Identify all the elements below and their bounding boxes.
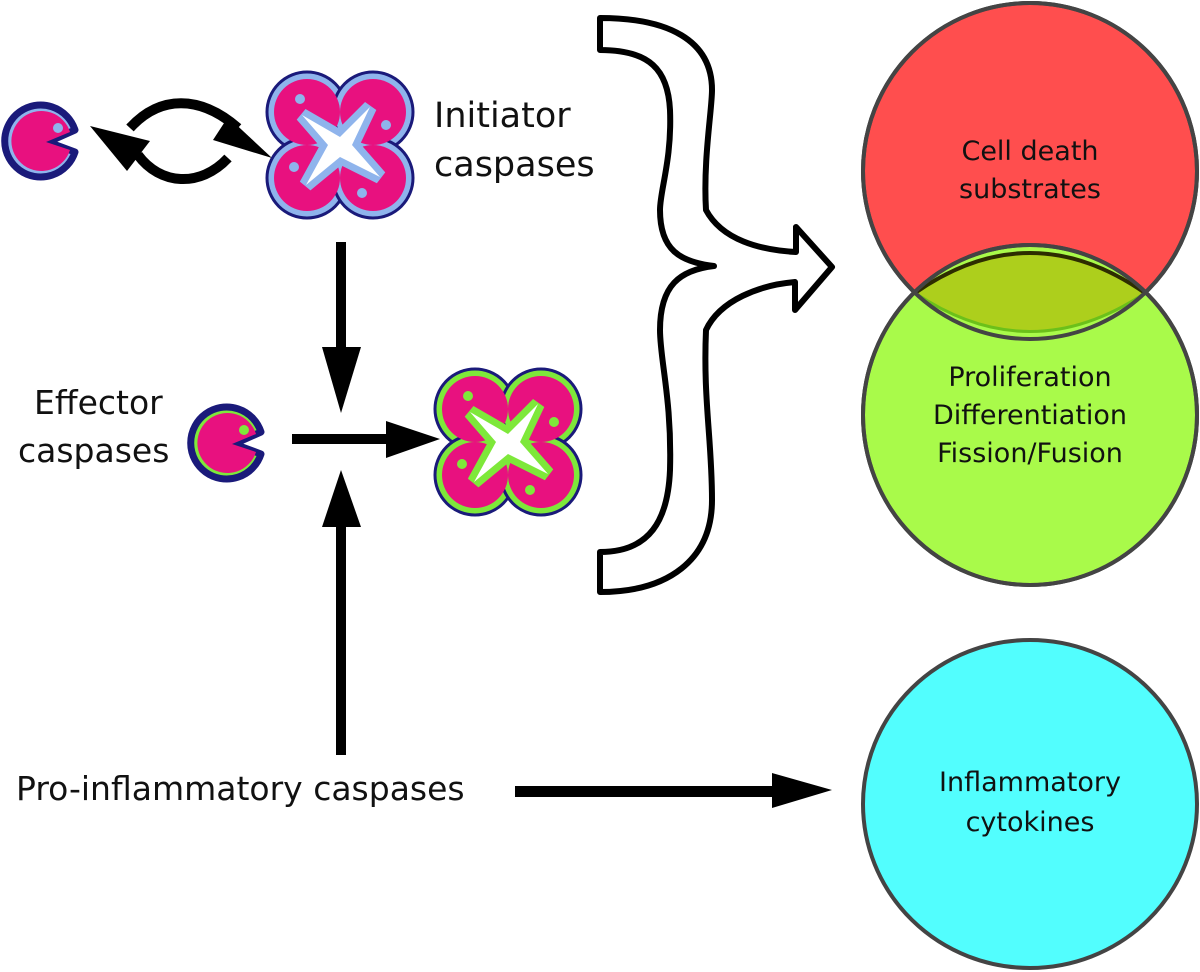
tetramer-active-site-dot <box>381 120 391 130</box>
reversible-activation-arrows <box>126 98 242 185</box>
effector-label-line2: caspases <box>18 431 169 470</box>
cell-death-label-line1: Cell death <box>961 136 1098 167</box>
tetramer-star-center <box>470 404 548 482</box>
tetramer-active-site-dot <box>549 417 559 427</box>
inflammatory-cytokines-circle <box>861 638 1199 970</box>
tetramer-active-site-dot <box>525 485 535 495</box>
cell-death-outline <box>861 1 1199 341</box>
effector-activation-arrow <box>292 421 440 458</box>
proliferation-label-line3: Fission/Fusion <box>937 438 1123 469</box>
initiator-monomer-icon <box>1 101 79 181</box>
overlap-region-fill <box>915 253 1145 332</box>
curly-brace-arrow <box>597 15 835 595</box>
arrow-head-left <box>90 126 150 171</box>
proinflammatory-label: Pro-inflammatory caspases <box>16 769 465 808</box>
tetramer-active-site-dot <box>295 94 305 104</box>
tetramer-active-site-dot <box>457 459 467 469</box>
initiator-to-effector-arrow <box>322 242 361 413</box>
proliferation-label-line1: Proliferation <box>948 362 1111 393</box>
tetramer-active-site-dot <box>289 162 299 172</box>
initiator-label-line1: Initiator <box>434 96 571 136</box>
inflammatory-label-line1: Inflammatory <box>939 767 1121 798</box>
tetramer-active-site-dot <box>463 391 473 401</box>
proinflammatory-to-effector-arrow <box>322 470 361 755</box>
effector-label-line1: Effector <box>34 383 163 422</box>
initiator-label-line2: caspases <box>434 145 595 185</box>
effector-caspase-tetramer-icon <box>433 367 583 517</box>
outcome-venn <box>861 1 1199 587</box>
proinflammatory-to-cytokines-arrow <box>515 773 832 808</box>
tetramer-active-site-dot <box>357 188 367 198</box>
arrow-head-right <box>213 117 272 158</box>
cell-death-label-line2: substrates <box>959 174 1101 205</box>
effector-monomer-icon <box>187 403 265 483</box>
inflammatory-label-line2: cytokines <box>966 807 1095 838</box>
proliferation-outline <box>861 243 1199 587</box>
tetramer-star-center <box>302 107 380 185</box>
proliferation-label-line2: Differentiation <box>933 400 1127 431</box>
overlap-edge-lower <box>914 291 1146 333</box>
overlap-edge <box>913 251 1147 295</box>
initiator-caspase-tetramer-icon <box>265 70 415 220</box>
